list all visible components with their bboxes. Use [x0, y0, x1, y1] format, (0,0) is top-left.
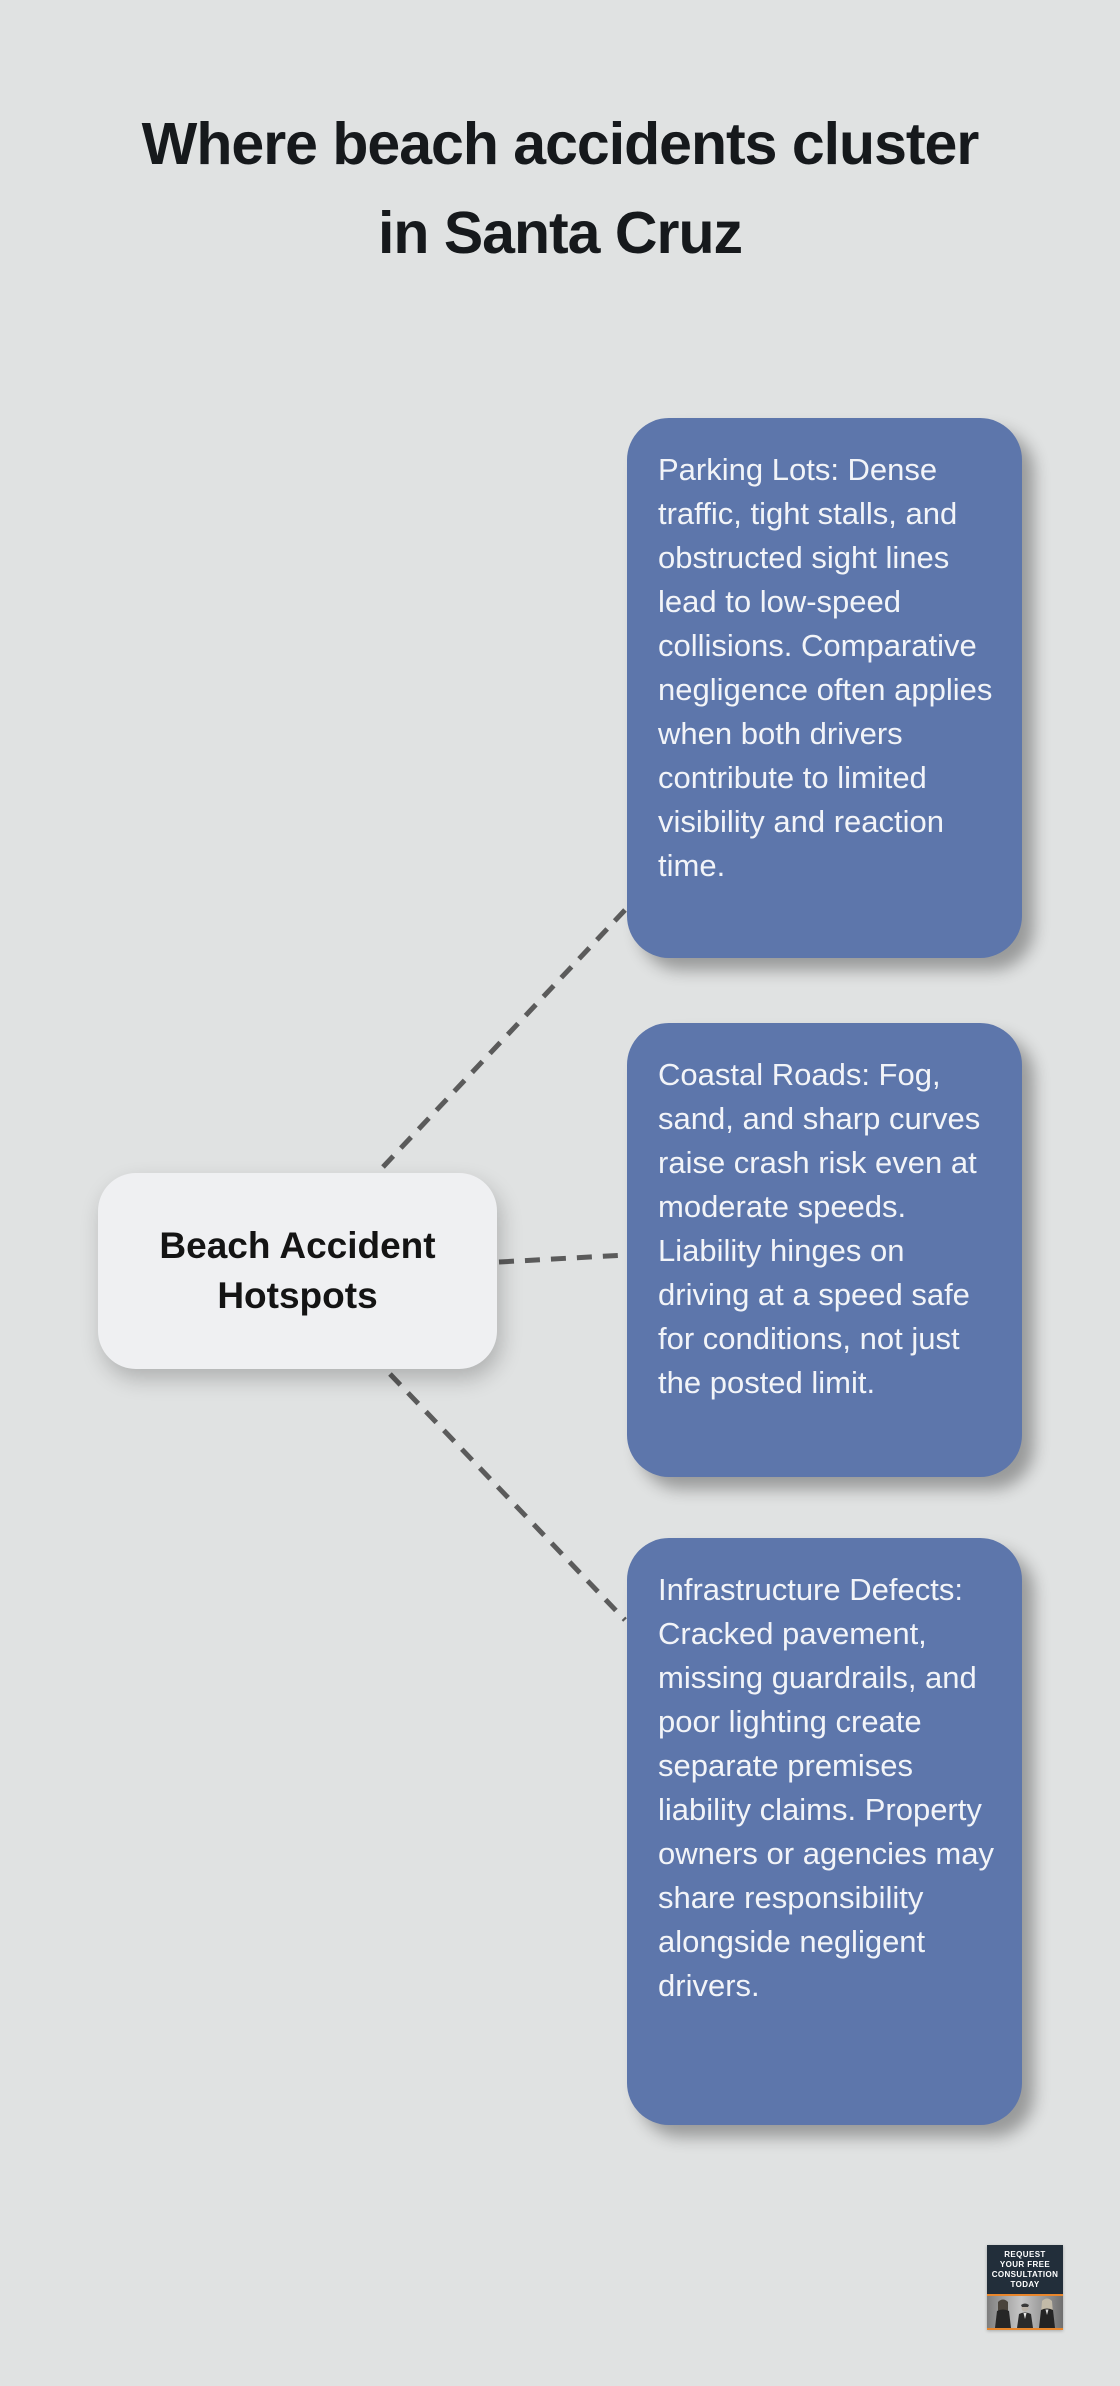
page-title-line-2: in Santa Cruz — [378, 200, 743, 266]
connector-infrastructure-defects — [388, 1372, 627, 1622]
cta-line-4: TODAY — [1010, 2280, 1040, 2289]
connector-parking-lots — [381, 908, 627, 1169]
page-title-line-1: Where beach accidents cluster — [141, 111, 980, 177]
badge-divider-bottom — [987, 2328, 1063, 2330]
branch-box-infrastructure-defects: Infrastructure Defects: Cracked pavement… — [627, 1538, 1022, 2125]
cta-line-3: CONSULTATION — [991, 2270, 1059, 2279]
center-node-label: Beach Accident Hotspots — [159, 1225, 436, 1316]
page-title: Where beach accidents cluster in Santa C… — [0, 100, 1120, 278]
branch-text-coastal-roads: Coastal Roads: Fog, sand, and sharp curv… — [658, 1057, 981, 1400]
cta-line-1: REQUEST — [1004, 2250, 1046, 2259]
cta-line-2: YOUR FREE — [999, 2260, 1051, 2269]
center-node: Beach Accident Hotspots — [98, 1173, 497, 1369]
branch-text-parking-lots: Parking Lots: Dense traffic, tight stall… — [658, 452, 993, 883]
branch-text-infrastructure-defects: Infrastructure Defects: Cracked pavement… — [658, 1572, 994, 2003]
branch-box-parking-lots: Parking Lots: Dense traffic, tight stall… — [627, 418, 1022, 958]
badge-divider-top — [987, 2294, 1063, 2296]
consultation-cta-text: REQUEST YOUR FREE CONSULTATION TODAY — [987, 2245, 1063, 2294]
consultation-cta-badge[interactable]: REQUEST YOUR FREE CONSULTATION TODAY — [987, 2245, 1063, 2330]
branch-box-coastal-roads: Coastal Roads: Fog, sand, and sharp curv… — [627, 1023, 1022, 1477]
connector-coastal-roads — [498, 1252, 627, 1265]
attorneys-photo — [987, 2296, 1063, 2328]
